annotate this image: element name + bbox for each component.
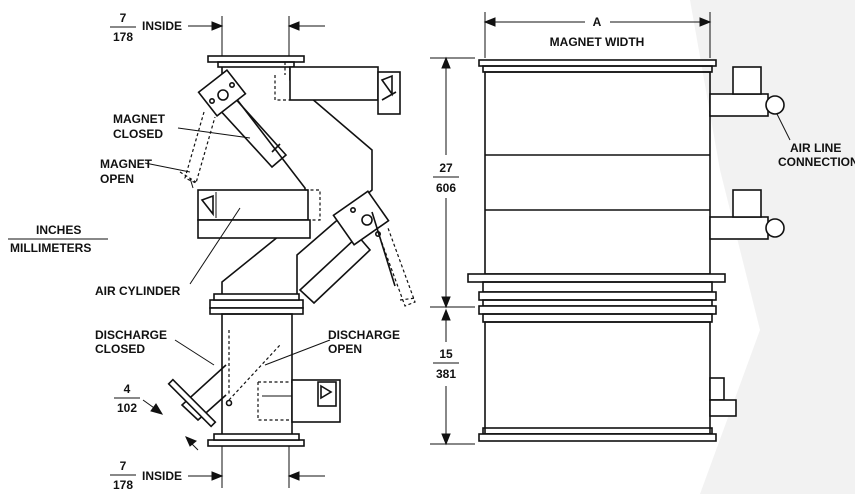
leader-discharge-closed	[174, 339, 215, 366]
label-discharge-closed-line1: DISCHARGE	[95, 328, 167, 342]
lower-magnet-open	[377, 227, 417, 307]
label-magnet-open-line2: OPEN	[100, 172, 134, 186]
dim-inside-top-inches: 7	[120, 11, 127, 25]
discharge-housing	[221, 313, 293, 441]
dimension-inside-top: 7 178 INSIDE	[110, 11, 325, 56]
front-air-cylinder-lower	[709, 189, 785, 240]
front-lower-body	[484, 321, 711, 435]
front-top-flange	[478, 59, 717, 67]
label-discharge-open-line2: OPEN	[328, 342, 362, 356]
label-inside-bottom: INSIDE	[142, 469, 182, 483]
front-discharge-cylinder	[709, 377, 737, 417]
leader-air-line	[776, 113, 791, 141]
dimension-inside-bottom: 7 178 INSIDE	[110, 446, 325, 492]
front-bottom-flange	[478, 433, 717, 442]
dim-height-lower-mm: 381	[436, 367, 456, 381]
label-air-cylinder: AIR CYLINDER	[95, 284, 181, 298]
dimension-outlet: 4 102	[114, 382, 199, 451]
dim-height-upper-inches: 27	[439, 161, 453, 175]
leader-magnet-closed	[177, 127, 251, 139]
discharge-air-cylinder	[257, 379, 341, 423]
label-discharge-closed-line2: CLOSED	[95, 342, 145, 356]
label-units-millimeters: MILLIMETERS	[10, 241, 91, 255]
front-view: A MAGNET WIDTH	[430, 12, 855, 446]
label-magnet-closed-line2: CLOSED	[113, 127, 163, 141]
top-flange	[207, 55, 305, 63]
watermark-shape	[690, 0, 855, 494]
label-air-line-line2: CONNECTION	[778, 155, 855, 169]
lower-magnet-closed	[298, 190, 396, 305]
bottom-flange	[207, 439, 305, 447]
front-middle-plate	[467, 273, 726, 283]
label-inside-top: INSIDE	[142, 19, 182, 33]
label-magnet-closed-line1: MAGNET	[113, 112, 166, 126]
label-discharge-open-line1: DISCHARGE	[328, 328, 400, 342]
middle-flange	[209, 299, 304, 309]
air-line-connection-upper	[765, 95, 785, 115]
label-magnet-width: MAGNET WIDTH	[550, 35, 645, 49]
label-air-line-line1: AIR LINE	[790, 141, 841, 155]
dim-outlet-mm: 102	[117, 401, 137, 415]
dim-height-upper-mm: 606	[436, 181, 456, 195]
upper-air-cylinder	[274, 62, 401, 115]
dim-outlet-inches: 4	[124, 382, 131, 396]
dim-inside-bottom-inches: 7	[120, 459, 127, 473]
middle-air-cylinder	[197, 189, 321, 239]
upper-magnet-open	[179, 111, 216, 189]
front-air-cylinder-upper	[709, 66, 785, 117]
side-view	[167, 55, 417, 447]
label-units-inches: INCHES	[36, 223, 81, 237]
front-upper-body	[484, 71, 711, 275]
upper-magnet-closed	[197, 68, 288, 169]
discharge-outlet	[167, 330, 281, 428]
leader-magnet-open	[144, 162, 191, 173]
dim-inside-bottom-mm: 178	[113, 478, 133, 492]
label-magnet-open-line1: MAGNET	[100, 157, 153, 171]
air-line-connection-lower	[765, 218, 785, 238]
leader-air-cylinder	[189, 207, 241, 285]
label-magnet-width-letter: A	[593, 15, 602, 29]
leader-discharge-open	[264, 339, 331, 366]
dim-height-lower-inches: 15	[439, 347, 453, 361]
dim-inside-top-mm: 178	[113, 30, 133, 44]
